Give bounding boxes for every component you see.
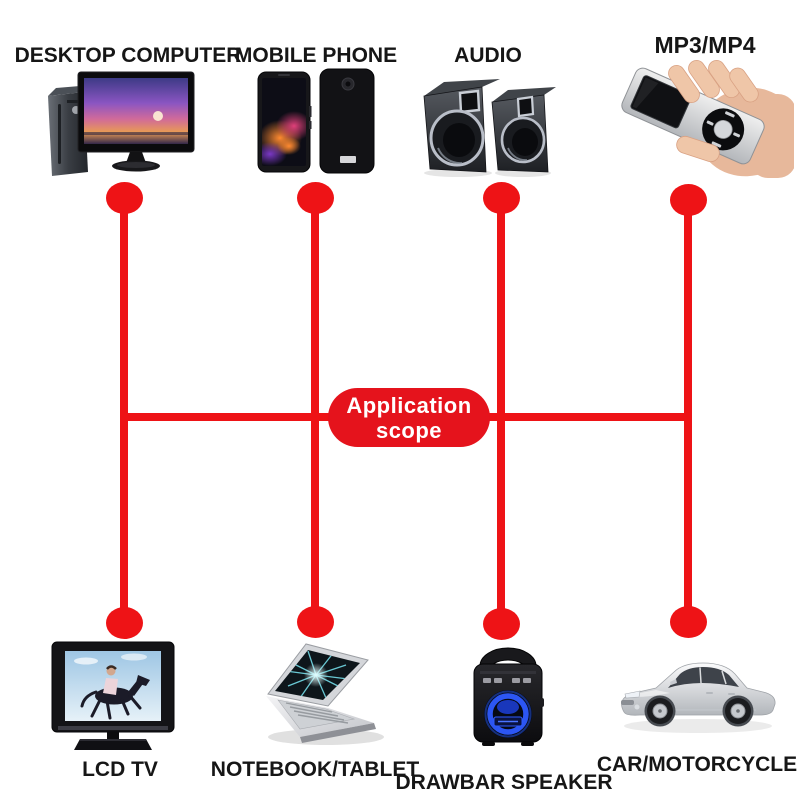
connector-dot xyxy=(483,608,520,640)
connector-dot xyxy=(483,182,520,214)
connector-dot xyxy=(297,182,334,214)
badge-text-line2: scope xyxy=(375,417,443,443)
device-desktop-computer xyxy=(36,66,198,182)
label-drawbar-speaker: DRAWBAR SPEAKER xyxy=(395,771,613,794)
device-car-motorcycle xyxy=(610,648,786,740)
connector-line-vertical-3 xyxy=(497,197,505,623)
label-notebook-tablet: NOTEBOOK/TABLET xyxy=(210,758,420,781)
label-mobile-phone: MOBILE PHONE xyxy=(234,44,398,67)
label-audio: AUDIO xyxy=(454,44,522,67)
label-desktop-computer: DESKTOP COMPUTER xyxy=(14,44,242,67)
lcd-tv-icon xyxy=(51,641,175,750)
portable-speaker-icon xyxy=(473,647,544,746)
device-audio xyxy=(420,72,560,180)
label-mp3-mp4: MP3/MP4 xyxy=(654,32,756,58)
device-notebook-tablet xyxy=(256,638,392,750)
device-mobile-phone xyxy=(256,66,376,176)
car-icon xyxy=(621,662,776,733)
label-car-motorcycle: CAR/MOTORCYCLE xyxy=(596,753,798,776)
desktop-computer-icon xyxy=(48,71,195,176)
device-lcd-tv xyxy=(50,640,180,756)
connector-line-vertical-4 xyxy=(684,197,692,623)
device-mp3-mp4 xyxy=(598,54,794,178)
connector-dot xyxy=(297,606,334,638)
laptop-icon xyxy=(266,643,384,745)
connector-dot xyxy=(670,606,707,638)
application-scope-badge: Application scope xyxy=(328,388,490,447)
speakers-icon xyxy=(423,79,556,177)
connector-dot xyxy=(106,607,143,639)
connector-dot xyxy=(106,182,143,214)
mobile-phone-icon xyxy=(257,68,375,174)
connector-dot xyxy=(670,184,707,216)
mp3-player-icon xyxy=(621,59,794,178)
connector-line-vertical-1 xyxy=(120,197,128,623)
label-lcd-tv: LCD TV xyxy=(82,758,158,781)
badge-text-line1: Application xyxy=(346,392,472,418)
device-drawbar-speaker xyxy=(466,642,550,748)
connector-line-vertical-2 xyxy=(311,197,319,623)
